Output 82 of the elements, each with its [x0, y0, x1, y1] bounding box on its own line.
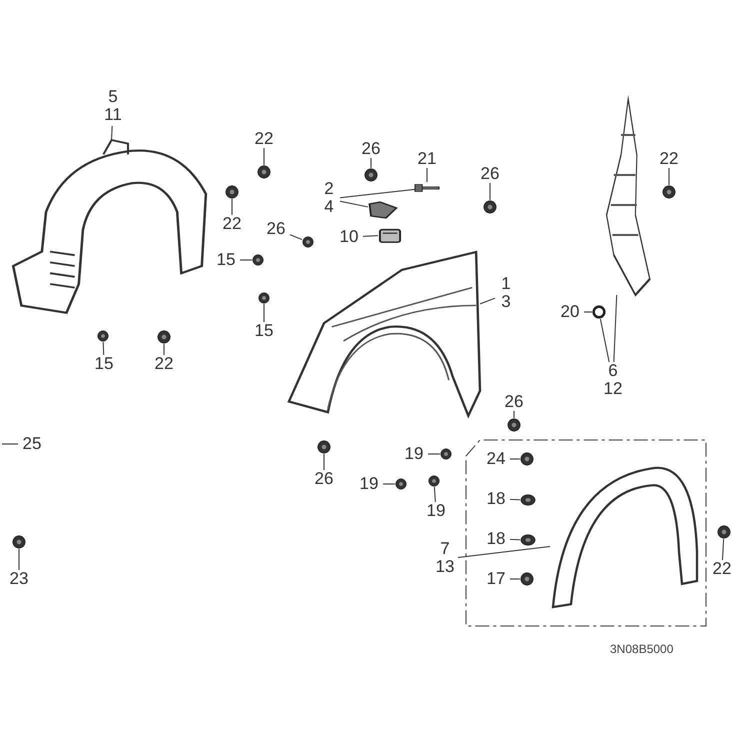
nut-icon: [483, 200, 497, 214]
leader-line: [668, 168, 670, 186]
arch-molding-drawing: [550, 465, 700, 610]
leader-line: [362, 235, 378, 237]
callout-number: 22: [250, 130, 278, 148]
leader-line: [510, 578, 520, 580]
callout-number: 17: [482, 570, 510, 588]
clip-icon: [520, 494, 536, 506]
cap-icon: [378, 226, 402, 244]
callout-number: 15: [90, 355, 118, 373]
callout-number: 22: [218, 215, 246, 233]
callout-number: 11: [103, 106, 123, 124]
callout-number: 2: [323, 180, 335, 198]
leader-line: [613, 294, 618, 362]
callout-number: 22: [150, 355, 178, 373]
callout-number: 26: [357, 140, 385, 158]
leader-line: [434, 486, 436, 502]
leader-line: [722, 538, 724, 560]
callout-number: 10: [335, 228, 363, 246]
screw-icon: [252, 254, 264, 266]
clip-icon: [440, 448, 452, 460]
callout-number: 19: [355, 475, 383, 493]
leader-line: [426, 168, 428, 182]
nut-icon: [302, 236, 314, 248]
nut-icon: [317, 440, 331, 454]
screw-icon: [97, 330, 109, 342]
clip-icon: [520, 534, 536, 546]
callout-number: 4: [323, 198, 335, 216]
callout-number: 22: [708, 560, 736, 578]
callout-number: 26: [262, 220, 290, 238]
callout-number: 23: [5, 570, 33, 588]
callout-number: 24: [482, 450, 510, 468]
callout-number: 15: [212, 251, 240, 269]
callout-number: 3: [500, 293, 512, 311]
clip-icon: [157, 330, 171, 344]
callout-number: 21: [413, 150, 441, 168]
leader-line: [340, 200, 368, 208]
bracket-icon: [368, 200, 398, 220]
callout-number: 15: [250, 322, 278, 340]
callout-number: 18: [482, 490, 510, 508]
leader-line: [510, 498, 520, 500]
callout-number: 7: [439, 540, 451, 558]
part-code: 3N08B5000: [610, 642, 674, 656]
leader-line: [102, 342, 104, 356]
callout-number: 26: [310, 470, 338, 488]
leader-line: [510, 458, 520, 460]
clip-icon: [662, 185, 676, 199]
callout-number: 6: [607, 362, 619, 380]
leader-line: [458, 546, 550, 558]
clip-icon: [428, 475, 440, 487]
clip-icon: [520, 452, 534, 466]
leader-line: [510, 538, 520, 540]
washer-icon: [592, 305, 606, 319]
callout-number: 26: [476, 165, 504, 183]
leader-line: [600, 318, 610, 362]
callout-number: 19: [422, 502, 450, 520]
callout-number: 22: [655, 150, 683, 168]
callout-number: 26: [500, 393, 528, 411]
leader-line: [111, 126, 113, 140]
nut-icon: [507, 418, 521, 432]
callout-number: 13: [434, 558, 456, 576]
callout-number: 1: [500, 275, 512, 293]
leader-line: [18, 548, 20, 570]
leader-line: [290, 234, 302, 240]
callout-number: 18: [482, 530, 510, 548]
nut-icon: [717, 525, 731, 539]
callout-number: 25: [18, 435, 46, 453]
leader-line: [340, 188, 416, 198]
callout-number: 20: [556, 303, 584, 321]
callout-number: 5: [107, 88, 119, 106]
leader-line: [480, 298, 496, 304]
clip-icon: [257, 165, 271, 179]
bolt-icon: [415, 182, 439, 194]
nut-icon: [364, 168, 378, 182]
callout-number: 19: [400, 445, 428, 463]
callout-number: 12: [602, 380, 624, 398]
clip-icon: [225, 185, 239, 199]
clip-icon: [395, 478, 407, 490]
leader-line: [370, 158, 372, 168]
screw-icon: [258, 292, 270, 304]
clip-icon: [12, 535, 26, 549]
clip-icon: [520, 572, 534, 586]
